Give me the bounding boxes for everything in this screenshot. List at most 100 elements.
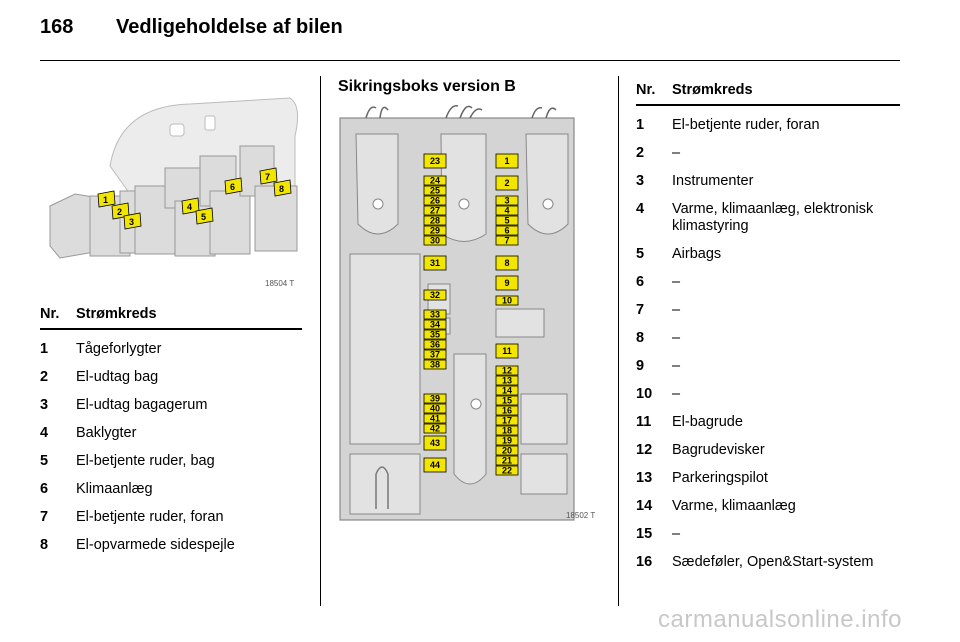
fuse-number-30: 30 <box>430 236 440 246</box>
fuse-block-figure: 1 2 3 4 5 6 7 8 18504 T <box>40 76 302 292</box>
fuse-number-42: 42 <box>430 424 440 434</box>
fuse-label-3: 3 <box>129 217 134 227</box>
fuse-slot-40 <box>423 403 447 414</box>
fuse-number-4: 4 <box>504 206 509 216</box>
fuse-label-5: 5 <box>201 212 206 222</box>
row-number: 16 <box>636 554 653 570</box>
fuse-number-19: 19 <box>502 436 512 446</box>
fuse-number-7: 7 <box>504 236 509 246</box>
column-divider-left <box>320 76 321 606</box>
fuse-slot-11 <box>495 343 519 359</box>
row-number: 1 <box>636 117 645 133</box>
fuse-slot-44 <box>423 457 447 473</box>
fuse-slot-4 <box>495 205 519 216</box>
fuse-number-15: 15 <box>502 396 512 406</box>
fuse-slot-21 <box>495 455 519 466</box>
fuse-slot-10 <box>495 295 519 306</box>
row-circuit: – <box>672 145 681 161</box>
fuse-slot-28 <box>423 215 447 226</box>
row-circuit: El-udtag bagagerum <box>76 397 208 413</box>
fuse-number-41: 41 <box>430 414 440 424</box>
fuse-slot-39 <box>423 393 447 404</box>
row-circuit: El-bagrude <box>672 414 743 430</box>
fuse-slot-30 <box>423 235 447 246</box>
fuse-slot-29 <box>423 225 447 236</box>
fuse-slot-7 <box>495 235 519 246</box>
fuse-number-34: 34 <box>430 320 440 330</box>
table-row: 15 – <box>636 515 900 543</box>
row-number: 2 <box>40 369 49 385</box>
fuse-number-28: 28 <box>430 216 440 226</box>
row-number: 6 <box>636 274 645 290</box>
fuse-slot-26 <box>423 195 447 206</box>
table-header: Nr. Strømkreds <box>636 82 900 106</box>
fuse-slot-18 <box>495 425 519 436</box>
fuse-number-12: 12 <box>502 366 512 376</box>
row-circuit: Baklygter <box>76 425 137 441</box>
column-divider-right <box>618 76 619 606</box>
row-number: 5 <box>40 453 49 469</box>
fuse-slot-27 <box>423 205 447 216</box>
fuse-slot-3 <box>495 195 519 206</box>
row-circuit: Airbags <box>672 246 722 262</box>
fuse-slot-32 <box>423 289 447 301</box>
row-circuit: Klimaanlæg <box>76 481 153 497</box>
fuse-slot-8 <box>495 255 519 271</box>
fuse-slot-42 <box>423 423 447 434</box>
row-number: 15 <box>636 526 653 542</box>
row-circuit: El-betjente ruder, foran <box>672 117 820 133</box>
fuse-slot-43 <box>423 435 447 451</box>
fuse-number-17: 17 <box>502 416 512 426</box>
row-circuit: Bagrudevisker <box>672 442 765 458</box>
fuse-slot-23 <box>423 153 447 169</box>
row-number: 2 <box>636 145 645 161</box>
row-number: 6 <box>40 481 49 497</box>
fuse-number-39: 39 <box>430 394 440 404</box>
section-heading: Sikringsboks version B <box>338 78 516 95</box>
watermark: carmanualsonline.info <box>658 606 902 633</box>
row-circuit: Instrumenter <box>672 173 754 189</box>
row-number: 13 <box>636 470 653 486</box>
fuse-slot-35 <box>423 329 447 340</box>
header-rule <box>40 60 900 61</box>
fuse-slot-16 <box>495 405 519 416</box>
fuse-slot-25 <box>423 185 447 196</box>
fuse-number-31: 31 <box>430 258 440 268</box>
fuse-number-13: 13 <box>502 376 512 386</box>
fuse-slot-15 <box>495 395 519 406</box>
fuse-number-25: 25 <box>430 186 440 196</box>
fuse-labels-left: 1 2 3 4 5 6 7 8 <box>97 167 292 230</box>
fuse-label-4: 4 <box>187 202 192 212</box>
fuse-slot-6 <box>495 225 519 236</box>
col-nr: Nr. <box>40 306 60 322</box>
table-row: 6– <box>636 263 900 291</box>
fuse-slot-37 <box>423 349 447 360</box>
fuse-slot-20 <box>495 445 519 456</box>
fuse-slot-17 <box>495 415 519 426</box>
row-circuit: – <box>672 302 681 318</box>
row-number: 1 <box>40 341 49 357</box>
page-number: 168 <box>40 16 74 38</box>
page-header: 168 Vedligeholdelse af bilen <box>40 16 343 52</box>
row-circuit: – <box>672 526 681 542</box>
fuse-slot-5 <box>495 215 519 226</box>
fuse-label-7: 7 <box>265 172 270 182</box>
fuse-label-8: 8 <box>279 184 284 194</box>
fuse-number-32: 32 <box>430 290 440 300</box>
fuse-number-14: 14 <box>502 386 512 396</box>
page-title: Vedligeholdelse af bilen <box>116 16 343 38</box>
row-circuit: El-betjente ruder, foran <box>76 509 224 525</box>
fuse-number-18: 18 <box>502 426 512 436</box>
row-circuit: – <box>672 330 681 346</box>
table-row: 9– <box>636 347 900 375</box>
table-row: 2– <box>636 134 900 162</box>
fuse-number-6: 6 <box>504 226 509 236</box>
